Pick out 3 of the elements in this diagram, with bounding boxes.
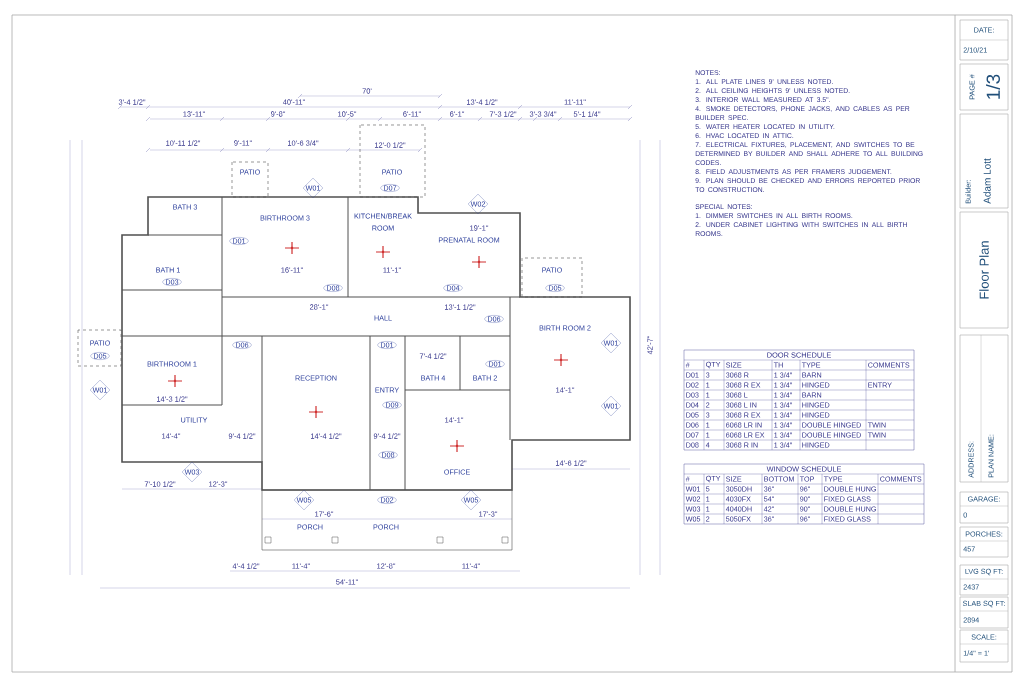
sheet-title: Floor Plan [979,241,989,299]
field-value: Adam Lott [983,158,991,204]
page-number: 1/3 [986,74,1000,99]
